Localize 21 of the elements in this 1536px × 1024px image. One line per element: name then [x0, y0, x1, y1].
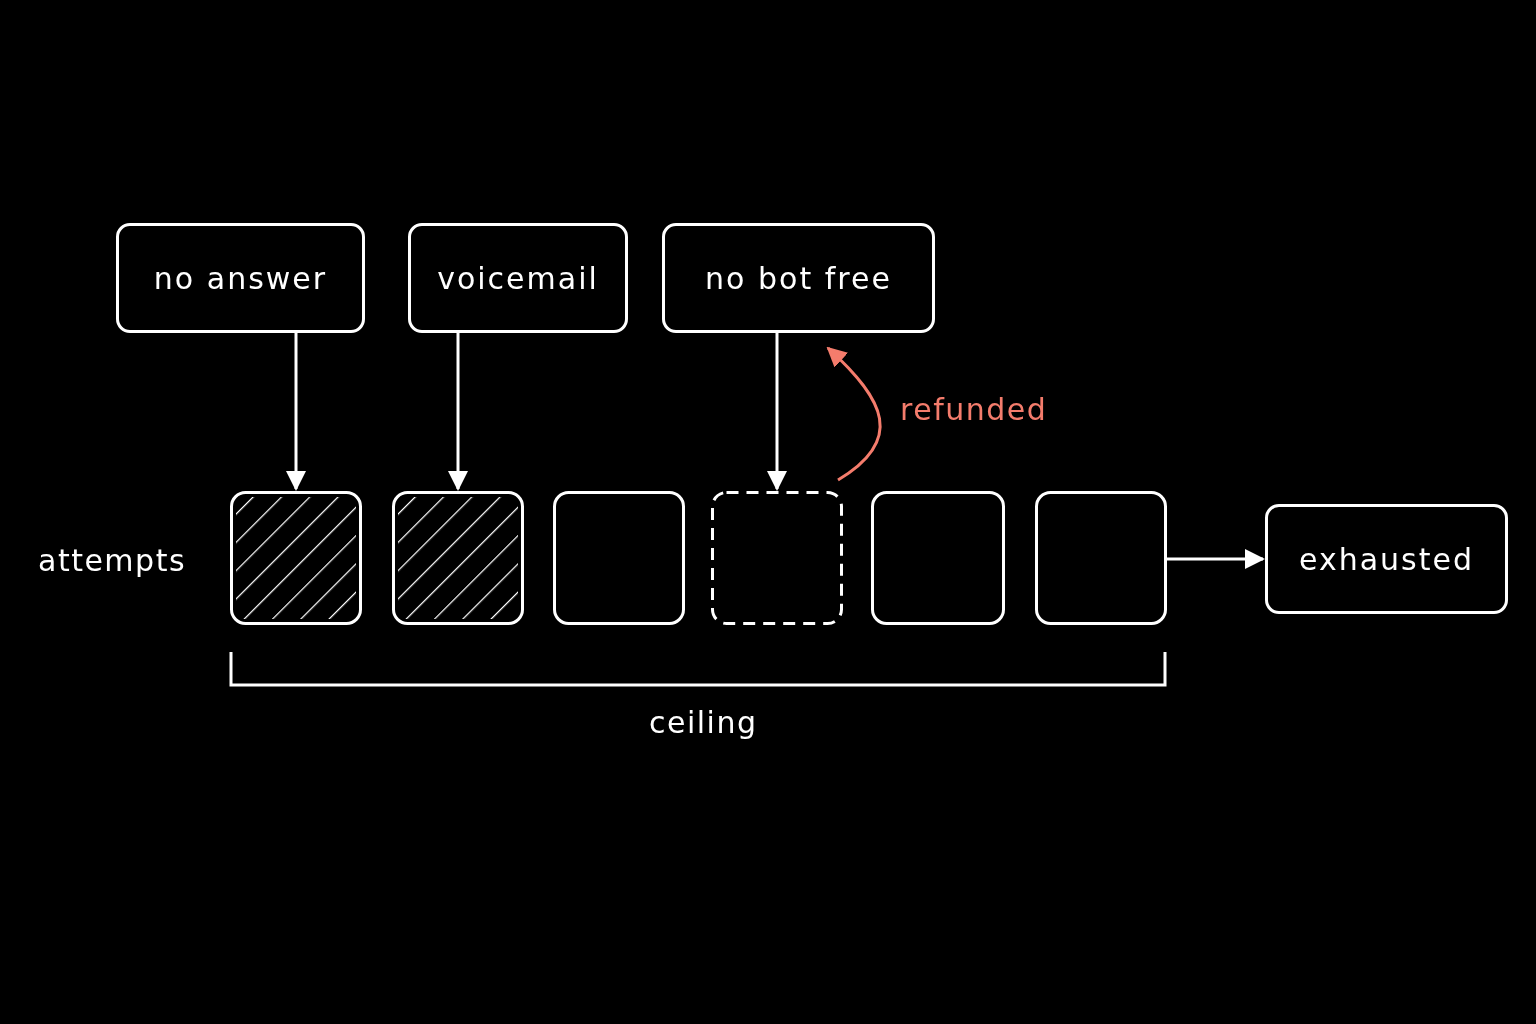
state-box — [116, 223, 365, 333]
state-box — [662, 223, 935, 333]
attempt-slot — [871, 491, 1005, 625]
arrow — [448, 333, 468, 491]
attempt-slot — [553, 491, 685, 625]
box-text: exhausted — [1299, 541, 1474, 577]
arrow — [767, 333, 787, 491]
dashed-slot — [711, 491, 843, 625]
attempt-slot — [1035, 491, 1167, 625]
arrow — [826, 346, 882, 482]
arrow — [1167, 549, 1265, 569]
hatched-slot — [392, 491, 524, 625]
box-text: no answer — [153, 260, 328, 296]
box-text: voicemail — [437, 260, 599, 296]
state-box — [408, 223, 628, 333]
hatched-slot — [230, 491, 362, 625]
state-box — [1265, 504, 1508, 614]
arrow — [286, 333, 306, 491]
box-text: no bot free — [705, 260, 892, 296]
row-label: attempts — [38, 543, 187, 578]
bracket-label: ceiling — [649, 705, 758, 740]
